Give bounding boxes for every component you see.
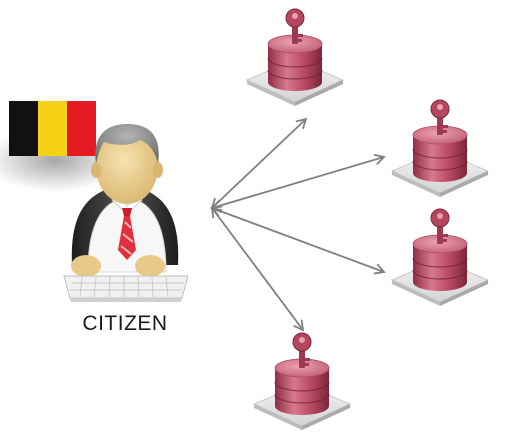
- belgium-flag-icon: [0, 101, 125, 192]
- connection-arrows: [210, 117, 386, 332]
- citizen-label: CITIZEN: [82, 312, 168, 335]
- flag-stripe-red: [67, 101, 96, 156]
- keyboard-icon: [63, 275, 189, 302]
- database-key-icon: [391, 208, 489, 307]
- hair-icon: [95, 124, 159, 164]
- tie-icon: [118, 208, 136, 260]
- database-key-icon: [391, 99, 489, 198]
- arrow-to-database-2: [210, 153, 386, 212]
- face-icon: [96, 130, 158, 204]
- database-key-icon: [253, 332, 351, 431]
- arrow-to-database-3: [210, 205, 386, 275]
- database-key-icon: [246, 8, 344, 107]
- flag-stripe-yellow: [38, 101, 67, 156]
- arrow-to-database-4: [210, 206, 305, 332]
- citizen-figure-icon: [63, 124, 189, 302]
- right-hand-icon: [135, 255, 165, 277]
- left-hand-icon: [71, 255, 101, 277]
- flag-stripe-black: [9, 101, 38, 156]
